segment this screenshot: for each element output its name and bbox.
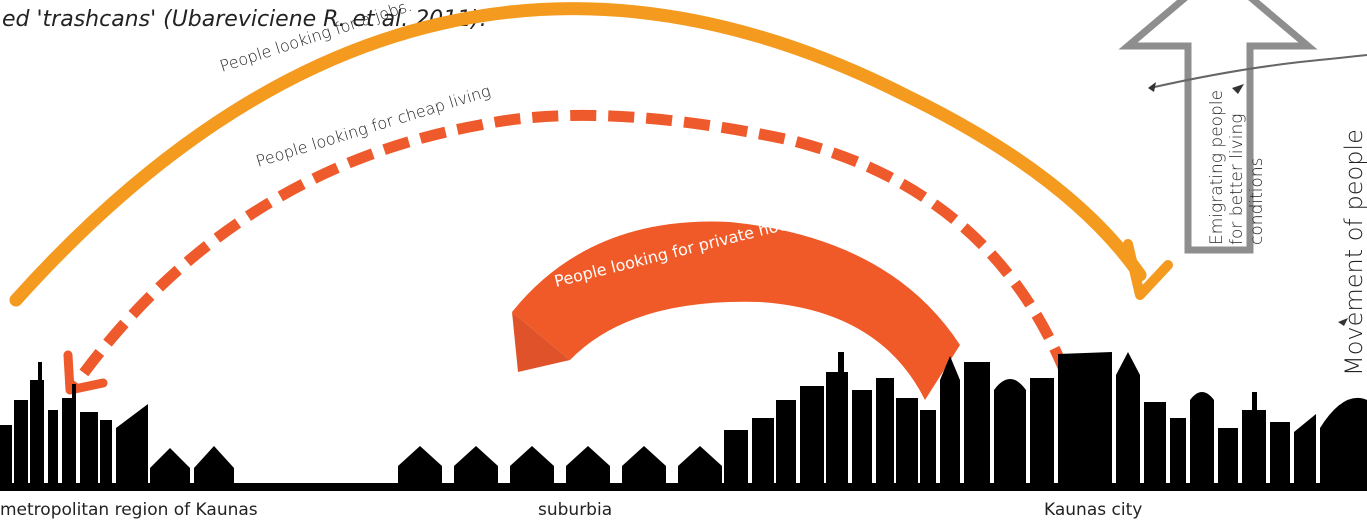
suburbia-label: suburbia xyxy=(538,500,613,520)
cheap-living-arrow xyxy=(63,109,1071,395)
metro-skyline xyxy=(0,362,234,485)
city-skyline xyxy=(724,352,1367,485)
movement-label: Movement of people xyxy=(1340,129,1367,376)
metro-region-label: metropolitan region of Kaunas xyxy=(0,500,258,520)
emigration-arrow xyxy=(1118,0,1318,254)
suburbia-houses xyxy=(398,446,722,485)
private-housing-arrow xyxy=(512,221,960,400)
jobs-arrow xyxy=(9,2,1173,307)
emigrating-line3: conditions xyxy=(1247,158,1267,245)
emigrating-line1: Emigrating people xyxy=(1207,90,1227,245)
emigrating-line2: for better living xyxy=(1227,114,1247,245)
road-line xyxy=(1149,54,1367,89)
ground-line xyxy=(0,483,1367,491)
kaunas-city-label: Kaunas city xyxy=(1044,500,1143,520)
